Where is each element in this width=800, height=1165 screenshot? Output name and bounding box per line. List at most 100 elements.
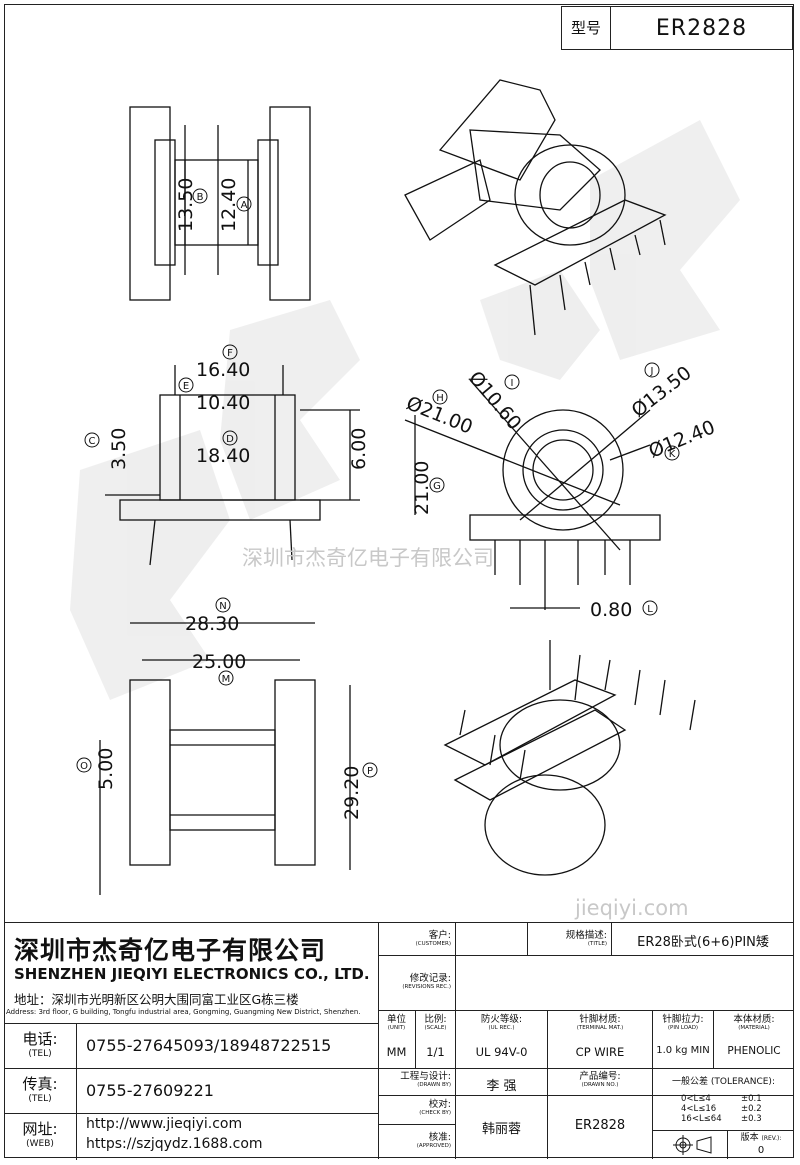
material-label-en: (MATERIAL) (738, 1025, 770, 1031)
scale-label: 比例: (424, 1014, 447, 1025)
tel-key: 电话:(TEL) (4, 1024, 77, 1069)
title-label-en: (TITLE) (587, 941, 607, 947)
title-value-cell: ER28卧式(6+6)PIN矮 (612, 923, 794, 956)
unit-value: MM (386, 1045, 407, 1059)
tolerance-values-cell: 0<L≤4 4<L≤16 16<L≤64 ±0.1 ±0.2 ±0.3 (653, 1094, 794, 1131)
dim-k: Ø12.40 (646, 416, 719, 462)
circled-letters (76, 188, 680, 778)
top-view (129, 106, 311, 301)
letter-p: P (367, 766, 373, 777)
watermark-domain: jieqiyi.com (574, 896, 689, 920)
web-row: 网址:(WEB) http://www.jieqiyi.com https://… (4, 1113, 378, 1160)
rev-label-en: (REVISIONS REC.) (402, 984, 451, 990)
letter-h: H (436, 393, 444, 404)
check-value-cell: 韩丽蓉 (456, 1096, 548, 1159)
material-value: PHENOLIC (727, 1045, 781, 1057)
tolerance-label-en: (TOLERANCE): (710, 1077, 775, 1087)
letter-b: B (197, 192, 204, 203)
rev-label: 修改记录: (409, 973, 451, 984)
title-label-cell: 规格描述:(TITLE) (528, 923, 612, 956)
logo-watermark (70, 120, 740, 700)
dim-j: Ø13.50 (628, 362, 696, 422)
revision-label: 版本 (740, 1133, 759, 1143)
web-key: 网址:(WEB) (4, 1114, 77, 1160)
dim-d: 18.40 (196, 445, 250, 467)
isometric-view-bottom (443, 640, 696, 876)
approve-label: 核准: (428, 1132, 451, 1143)
company-name-en: SHENZHEN JIEQIYI ELECTRONICS CO., LTD. (14, 965, 370, 983)
letter-i: I (511, 378, 514, 389)
terminal-label-en: (TERMINAL MAT.) (576, 1025, 624, 1031)
scale-label-en: (SCALE) (424, 1025, 447, 1031)
dim-c: 3.50 (108, 428, 130, 470)
model-box: 型号 ER2828 (561, 6, 793, 50)
letter-a: A (241, 200, 248, 211)
material-label: 本体材质: (733, 1014, 775, 1025)
letter-k: K (669, 449, 676, 460)
drawing-frame (4, 4, 794, 1158)
tol-val-2: ±0.2 (741, 1104, 762, 1114)
dim-b: 13.50 (175, 178, 197, 232)
drawn-value-cell: 李 强 (456, 1069, 548, 1096)
partno-label-en: (DRAWN NO.) (581, 1082, 619, 1088)
partno-label: 产品编号: (579, 1071, 621, 1082)
tel-label-en: (TEL) (28, 1049, 52, 1059)
letter-c: C (89, 436, 96, 447)
check-value: 韩丽蓉 (481, 1122, 521, 1137)
letter-e: E (183, 381, 189, 392)
tol-row-3: 16<L≤64 (681, 1114, 722, 1124)
partno-label-cell: 产品编号:(DRAWN NO.) (548, 1069, 653, 1096)
circled-letter-text: B A F E D C H I J K G L N M O P (80, 192, 676, 777)
projection-symbol-icon (673, 1135, 712, 1155)
customer-value-cell (456, 923, 528, 956)
scale-value: 1/1 (426, 1045, 445, 1059)
terminal-value: CP WIRE (575, 1045, 625, 1059)
title-value: ER28卧式(6+6)PIN矮 (637, 935, 769, 950)
company-address-en: Address: 3rd floor, G building, Tongfu i… (6, 1008, 361, 1016)
watermark-text: 深圳市杰奇亿电子有限公司 (242, 546, 494, 570)
ul-cell: 防火等级:(UL REC.) UL 94V-0 (456, 1011, 548, 1069)
drawn-value: 李 强 (486, 1079, 517, 1094)
rev-label-cell: 修改记录:(REVISIONS REC.) (378, 956, 456, 1011)
dim-a: 12.40 (218, 178, 240, 232)
revision-label-en: (REV.): (761, 1135, 782, 1142)
dim-g: 21.00 (411, 461, 433, 515)
tel-row: 电话:(TEL) 0755-27645093/18948722515 (4, 1023, 378, 1069)
web-url-1[interactable]: http://www.jieqiyi.com (86, 1116, 243, 1132)
fax-label-en: (TEL) (28, 1094, 52, 1104)
letter-j: J (650, 366, 654, 377)
letter-o: O (80, 761, 88, 772)
material-cell: 本体材质:(MATERIAL) PHENOLIC (714, 1011, 794, 1069)
letter-n: N (219, 601, 226, 612)
check-label-cell: 校对:(CHECK BY) (378, 1096, 456, 1125)
partno-value: ER2828 (574, 1118, 626, 1133)
letter-m: M (222, 674, 231, 685)
web-url-2[interactable]: https://szjqydz.1688.com (86, 1136, 263, 1152)
company-info: 深圳市杰奇亿电子有限公司 SHENZHEN JIEQIYI ELECTRONIC… (4, 923, 379, 1160)
fax-key: 传真:(TEL) (4, 1069, 77, 1114)
partno-value-cell: ER2828 (548, 1096, 653, 1159)
model-label: 型号 (562, 7, 611, 49)
tol-val-1: ±0.1 (741, 1094, 762, 1104)
dim-l: 0.80 (590, 599, 632, 621)
front-view (105, 365, 360, 566)
model-value: ER2828 (655, 15, 748, 41)
drawn-label-cell: 工程与设计:(DRAWN BY) (378, 1069, 456, 1096)
side-view (404, 379, 661, 610)
fax-value: 0755-27609221 (86, 1081, 214, 1100)
tel-label: 电话: (22, 1030, 58, 1048)
approve-label-en: (APPROVED) (416, 1143, 451, 1149)
dim-o: 5.00 (95, 748, 117, 790)
revision-value: 0 (757, 1145, 765, 1156)
spec-grid: 客户:(CUSTOMER) 规格描述:(TITLE) ER28卧式(6+6)PI… (378, 923, 794, 1159)
dim-e: 10.40 (196, 392, 250, 414)
fax-label: 传真: (22, 1075, 58, 1093)
drawn-label: 工程与设计: (400, 1071, 451, 1082)
web-label-en: (WEB) (26, 1139, 54, 1149)
company-address: 地址：深圳市光明新区公明大围同富工业区G栋三楼 (14, 992, 299, 1007)
revision-cell: 版本 (REV.): 0 (728, 1131, 794, 1159)
tel-value: 0755-27645093/18948722515 (86, 1036, 332, 1055)
unit-label: 单位 (386, 1014, 406, 1025)
tolerance-label: 一般公差 (672, 1077, 709, 1087)
fax-row: 传真:(TEL) 0755-27609221 (4, 1068, 378, 1114)
